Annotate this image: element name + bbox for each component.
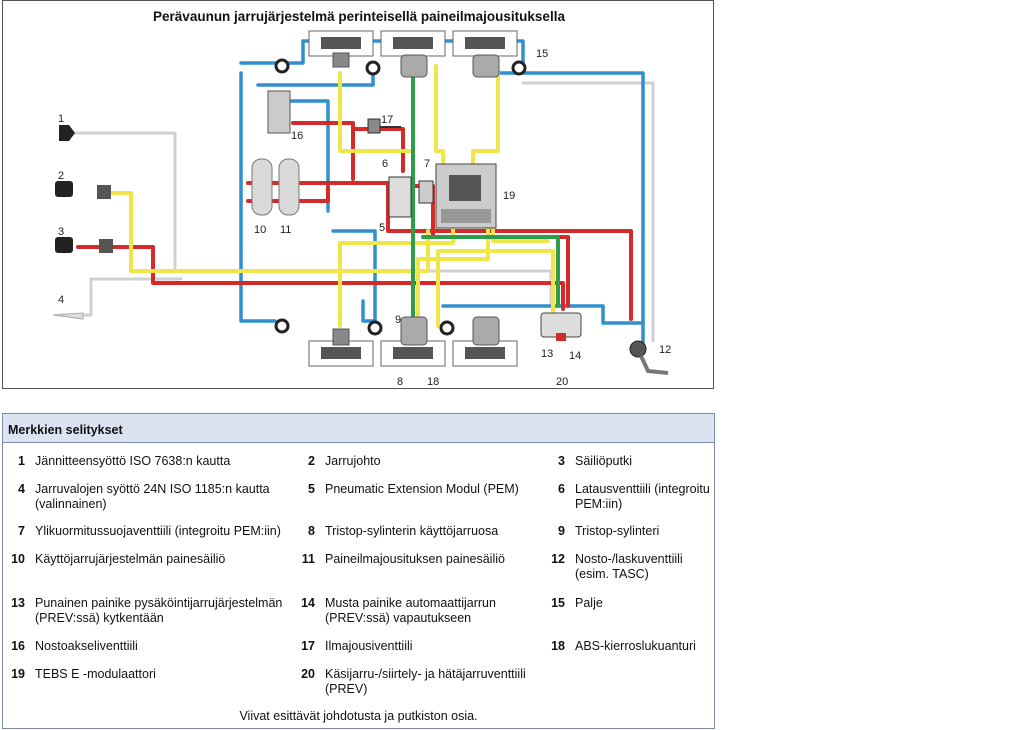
axle-bottom-right [452, 316, 518, 367]
prev-valve [540, 312, 582, 341]
callout-16: 16 [291, 130, 303, 142]
axle-bottom-mid [380, 316, 446, 367]
legend-num: 7 [18, 524, 25, 538]
legend-num: 13 [11, 596, 25, 610]
axle-top-right [452, 30, 518, 78]
callout-4: 4 [58, 294, 64, 306]
electric-line-right [521, 81, 655, 343]
legend-text: Käsijarru-/siirtely- ja hätäjarruventtii… [325, 667, 526, 696]
legend-text: Punainen painike pysäköintijarrujärjeste… [35, 596, 283, 625]
legend-text: Tristop-sylinterin käyttöjarruosa [325, 524, 499, 538]
callout-8: 8 [397, 376, 403, 388]
callout-13: 13 [541, 348, 553, 360]
bellows-ring-6 [439, 320, 455, 336]
bellows-ring-3 [511, 60, 527, 76]
callout-3: 3 [58, 226, 64, 238]
tasc-valve [629, 340, 669, 375]
spring-line-1 [411, 69, 560, 328]
callout-18: 18 [427, 376, 439, 388]
legend-num: 2 [308, 454, 315, 468]
lift-axle-valve [267, 90, 291, 134]
control-line-up [434, 64, 500, 168]
suspension-line-right [481, 71, 645, 348]
supply-line-main [76, 245, 565, 311]
overload-valve [418, 180, 434, 204]
bellows-ring-2 [365, 60, 381, 76]
suspension-line-left [239, 71, 277, 323]
callout-17: 17 [381, 114, 393, 126]
legend-text: ABS-kierroslukuanturi [575, 639, 696, 653]
pem-block [388, 176, 412, 218]
control-line-down [338, 227, 555, 328]
callout-10: 10 [254, 224, 266, 236]
legend-num: 18 [551, 639, 565, 653]
suspension-line-mid [256, 61, 645, 325]
legend-num: 1 [18, 454, 25, 468]
legend-num: 16 [11, 639, 25, 653]
legend-text: Paineilmajousituksen painesäiliö [325, 552, 505, 566]
callout-11: 11 [280, 224, 291, 236]
legend-panel: Merkkien selitykset 1 Jännitteensyöttö I… [2, 413, 715, 729]
diagram-title: Perävaunun jarrujärjestelmä perinteisell… [153, 9, 565, 24]
callout-5: 5 [379, 222, 385, 234]
legend-num: 6 [558, 482, 565, 496]
legend-text: Musta painike automaattijarrun (PREV:ssä… [325, 596, 496, 625]
legend-num: 3 [558, 454, 565, 468]
legend-text: Säiliöputki [575, 454, 632, 468]
tank-11 [278, 158, 300, 216]
legend-text: TEBS E -modulaattori [35, 667, 156, 681]
tebs-modulator [435, 163, 497, 229]
legend-text: Ilmajousiventtiili [325, 639, 413, 653]
callout-6: 6 [382, 158, 388, 170]
coupling-brake-2 [55, 181, 111, 199]
legend-text: Jarruvalojen syöttö 24N ISO 1185:n kautt… [35, 482, 270, 511]
legend-num: 4 [18, 482, 25, 496]
callout-19: 19 [503, 190, 515, 202]
bellows-ring-4 [274, 318, 290, 334]
callout-1: 1 [58, 113, 64, 125]
callout-12: 12 [659, 344, 671, 356]
air-suspension-valve [367, 118, 401, 134]
legend-text: Pneumatic Extension Modul (PEM) [325, 482, 519, 496]
legend-footer: Viivat esittävät johdotusta ja putkiston… [239, 709, 478, 723]
legend-num: 10 [11, 552, 25, 566]
brake-system-diagram: 1 2 3 4 5 6 7 8 9 10 11 12 13 14 15 16 1… [52, 30, 671, 388]
legend-text: Tristop-sylinteri [575, 524, 660, 538]
coupling-brakelight-4 [52, 312, 84, 320]
legend-text: Nosto-/laskuventtiili (esim. TASC) [575, 552, 683, 581]
coupling-supply-3 [55, 237, 113, 253]
legend-num: 8 [308, 524, 315, 538]
callout-20: 20 [556, 376, 568, 388]
legend-text: Ylikuormitussuojaventtiili (integroitu P… [35, 524, 281, 538]
diagram-panel: Perävaunun jarrujärjestelmä perinteisell… [2, 0, 714, 389]
callout-14: 14 [569, 350, 581, 362]
legend-text: Jännitteensyöttö ISO 7638:n kautta [35, 454, 231, 468]
axle-bottom-left [308, 328, 374, 367]
tank-10 [251, 158, 273, 216]
legend-num: 11 [301, 552, 315, 566]
legend-num: 15 [551, 596, 565, 610]
callout-7: 7 [424, 158, 430, 170]
legend-text: Nostoakseliventtiili [35, 639, 138, 653]
axle-top-left [308, 30, 374, 68]
bellows-ring-5 [367, 320, 383, 336]
coupling-electric-1 [59, 125, 75, 141]
legend-num: 14 [301, 596, 315, 610]
axle-top-mid [380, 30, 446, 78]
callout-9: 9 [395, 314, 401, 326]
callout-15: 15 [536, 48, 548, 60]
legend-num: 20 [301, 667, 315, 681]
legend-text: Latausventtiili (integroitu PEM:iin) [575, 482, 710, 511]
callout-2: 2 [58, 170, 64, 182]
legend-num: 5 [308, 482, 315, 496]
legend-num: 9 [558, 524, 565, 538]
legend-text: Jarrujohto [325, 454, 381, 468]
legend-num: 17 [301, 639, 315, 653]
legend-num: 19 [11, 667, 25, 681]
legend-text: Palje [575, 596, 603, 610]
bellows-ring-1 [274, 58, 290, 74]
legend-text: Käyttöjarrujärjestelmän painesäiliö [35, 552, 226, 566]
legend-num: 12 [551, 552, 565, 566]
legend-header: Merkkien selitykset [3, 414, 714, 443]
